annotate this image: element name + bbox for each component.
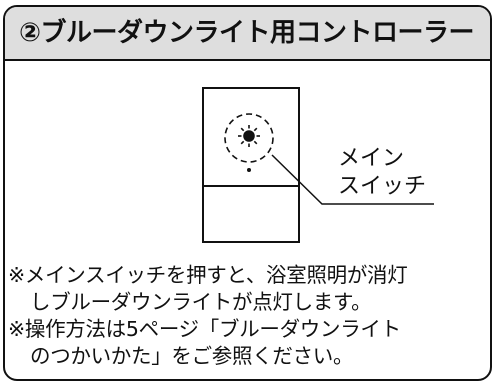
main-switch-label-line2: スイッチ [338,174,427,199]
note-line: のつかいかた」をご参照ください。 [30,344,354,368]
main-switch-label-line1: メイン [338,146,405,171]
controller-info-panel: ②ブルーダウンライト用コントローラー [3,5,492,381]
panel-title: ②ブルーダウンライト用コントローラー [19,18,475,48]
note-line: ※メインスイッチを押すと、浴室照明が消灯 [8,263,408,287]
panel-header: ②ブルーダウンライト用コントローラー [5,7,490,61]
main-switch-highlight [224,113,274,163]
note-line: しブルーダウンライトが点灯します。 [30,290,372,314]
controller-body [202,87,300,243]
notes: ※メインスイッチを押すと、浴室照明が消灯 しブルーダウンライトが点灯します。 ※… [8,262,486,370]
indicator-dot [247,168,251,172]
note-line: ※操作方法は5ページ「ブルーダウンライト [8,317,401,341]
sun-icon [238,125,260,147]
label-leader-line [271,154,434,205]
